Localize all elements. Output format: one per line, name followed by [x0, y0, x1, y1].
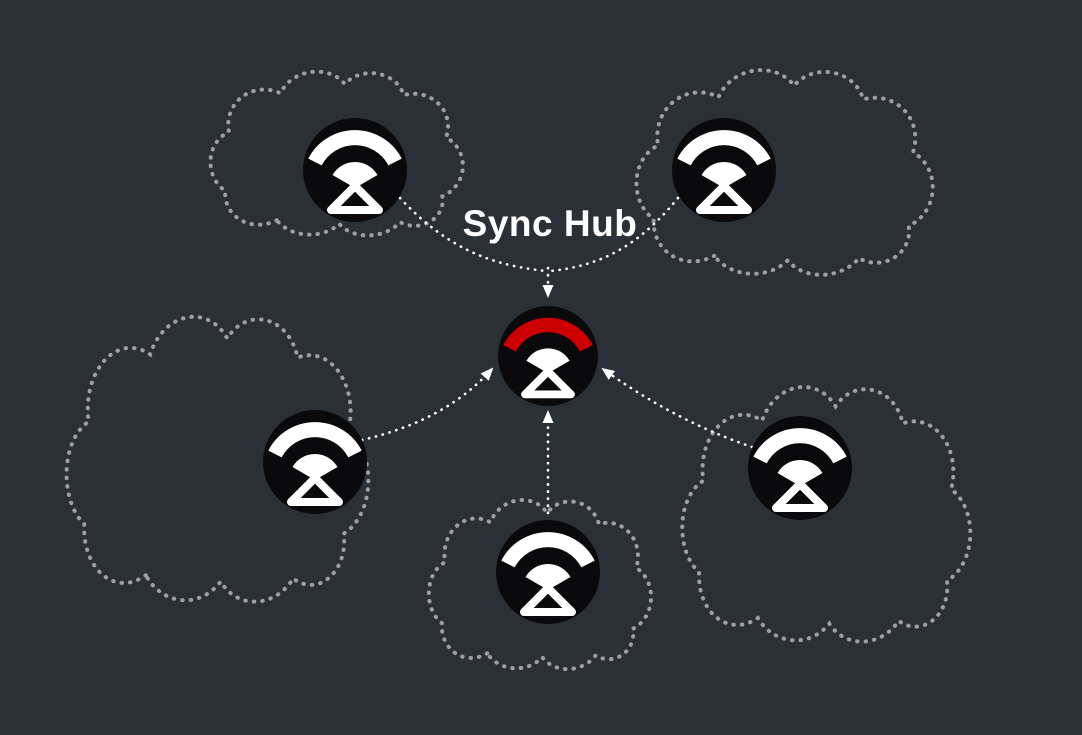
node-mid-right	[748, 416, 852, 520]
node-bottom-center	[496, 520, 600, 624]
arrow-top-left-to-hub	[398, 196, 548, 273]
hub-wifi-wedge	[526, 348, 570, 374]
hub-triangle-outline	[521, 367, 575, 399]
arrow-top-right-to-hub	[549, 196, 680, 273]
node-mid-left	[263, 410, 367, 514]
hub-title-label: Sync Hub	[463, 203, 638, 244]
hub-wifi-arc-red	[503, 317, 593, 352]
hub-node	[498, 306, 598, 406]
node-top-right	[672, 118, 776, 222]
arrow-mid-left-to-hub	[360, 367, 494, 442]
node-top-left	[303, 118, 407, 222]
arrow-mid-right-to-hub	[601, 367, 754, 449]
